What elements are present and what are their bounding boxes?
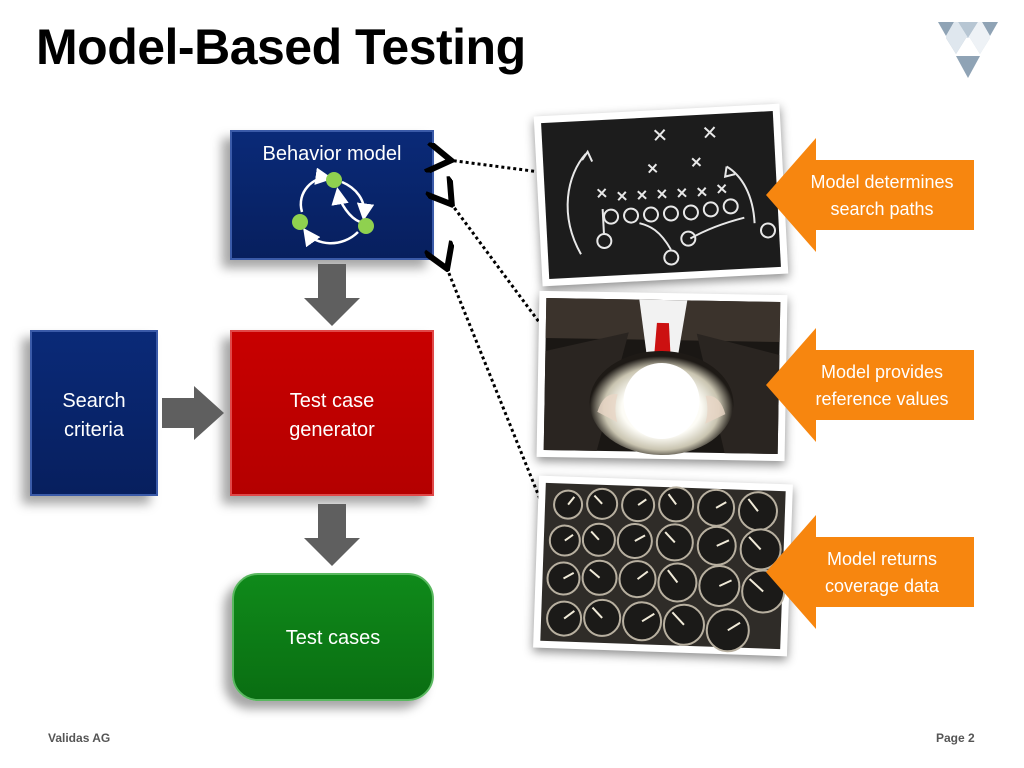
callout-shape-1 xyxy=(766,138,974,252)
test-case-generator-box: Test case generator xyxy=(230,330,434,496)
callout-2-line1: Model provides xyxy=(820,362,944,382)
callout-2: Model provides reference values xyxy=(790,359,974,413)
page-title: Model-Based Testing xyxy=(36,19,526,75)
arrow-down-generator-to-cases xyxy=(304,504,360,566)
footer-company: Validas AG xyxy=(48,731,111,745)
callout-1-line1: Model determines xyxy=(810,172,954,192)
arrow-down-model-to-generator xyxy=(304,264,360,326)
cycle-icon xyxy=(292,168,375,248)
callout-1-line2: search paths xyxy=(830,199,934,219)
callout-shape-2 xyxy=(766,328,974,442)
callout-3-line2: coverage data xyxy=(824,576,940,596)
callout-shape-3 xyxy=(766,515,974,629)
search-criteria-label-line1: Search xyxy=(62,390,126,412)
playbook-photo xyxy=(533,103,789,287)
test-cases-label: Test cases xyxy=(285,627,381,649)
generator-label-line1: Test case xyxy=(289,390,375,412)
dotted-arrow-3 xyxy=(446,266,544,505)
gauges-photo xyxy=(533,475,793,657)
callout-3-line1: Model returns xyxy=(826,549,938,569)
search-criteria-box: Search criteria xyxy=(30,330,158,496)
callout-2-line2: reference values xyxy=(815,389,949,409)
arrow-right-criteria-to-generator xyxy=(162,386,224,440)
search-criteria-label-line2: criteria xyxy=(63,419,124,441)
callout-3: Model returns coverage data xyxy=(790,546,974,600)
callout-1: Model determines search paths xyxy=(790,169,974,223)
crystal-ball-photo xyxy=(536,290,788,462)
dotted-arrow-2 xyxy=(450,202,544,327)
footer-page-number: Page 2 xyxy=(936,731,975,745)
behavior-model-label: Behavior model xyxy=(262,143,402,165)
generator-label-line2: generator xyxy=(289,419,375,441)
test-cases-box: Test cases xyxy=(232,573,434,701)
behavior-model-box: Behavior model xyxy=(230,130,434,260)
validas-logo xyxy=(938,22,998,78)
